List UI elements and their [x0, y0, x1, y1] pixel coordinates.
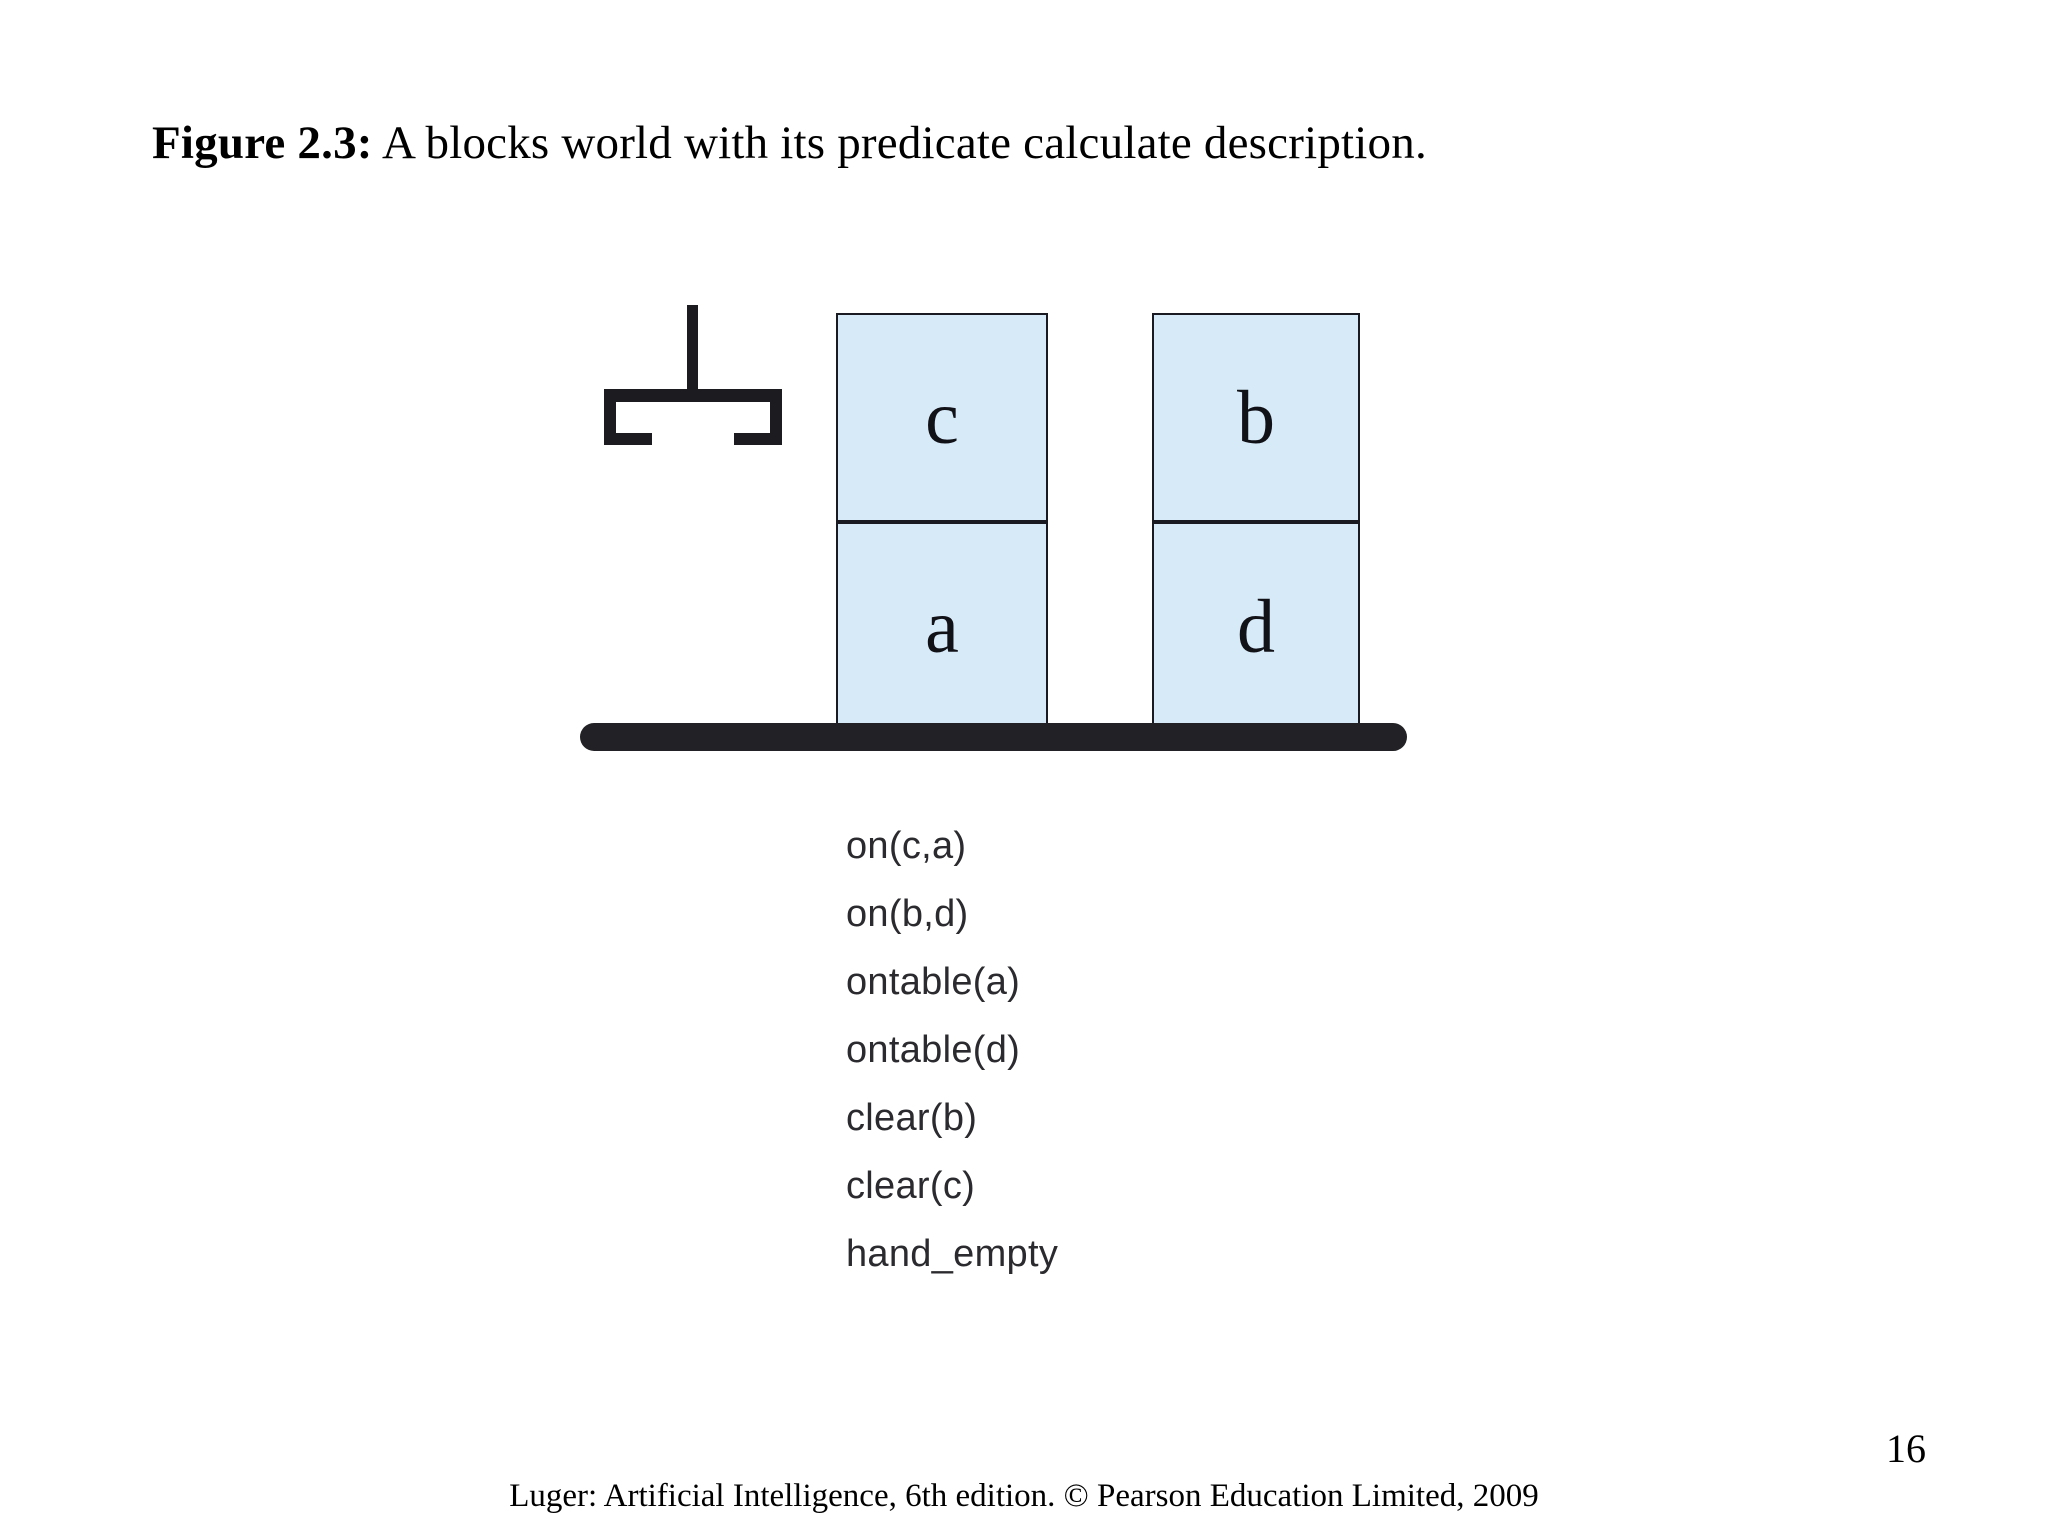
- block-b: b: [1152, 313, 1360, 522]
- predicate-line: on(b,d): [846, 893, 969, 935]
- predicate-list: on(c,a) on(b,d) ontable(a) ontable(d) cl…: [846, 812, 1058, 1288]
- footer-credit: Luger: Artificial Intelligence, 6th edit…: [509, 1478, 1539, 1514]
- block-b-label: b: [1237, 375, 1275, 460]
- predicate-line: clear(b): [846, 1097, 978, 1139]
- page-number: 16: [1886, 1426, 1926, 1471]
- blocks-world-figure: c a b d on(c,a) on(b,d) ontable(a) ontab…: [580, 305, 1407, 1288]
- block-a-label: a: [925, 584, 959, 669]
- block-d: d: [1152, 522, 1360, 731]
- block-c: c: [836, 313, 1048, 522]
- figure-caption-text: A blocks world with its predicate calcul…: [372, 117, 1427, 169]
- predicate-line: hand_empty: [846, 1233, 1059, 1275]
- block-a: a: [836, 522, 1048, 731]
- page-title: Figure 2.3: A blocks world with its pred…: [152, 117, 1427, 170]
- robot-gripper-icon: [598, 305, 788, 470]
- block-d-label: d: [1237, 584, 1275, 669]
- predicate-line: ontable(d): [846, 1029, 1021, 1071]
- block-c-label: c: [925, 375, 959, 460]
- table-surface: [580, 723, 1407, 751]
- predicate-line: clear(c): [846, 1165, 976, 1207]
- predicate-line: ontable(a): [846, 961, 1021, 1003]
- predicate-line: on(c,a): [846, 825, 967, 867]
- figure-number-label: Figure 2.3:: [152, 117, 373, 169]
